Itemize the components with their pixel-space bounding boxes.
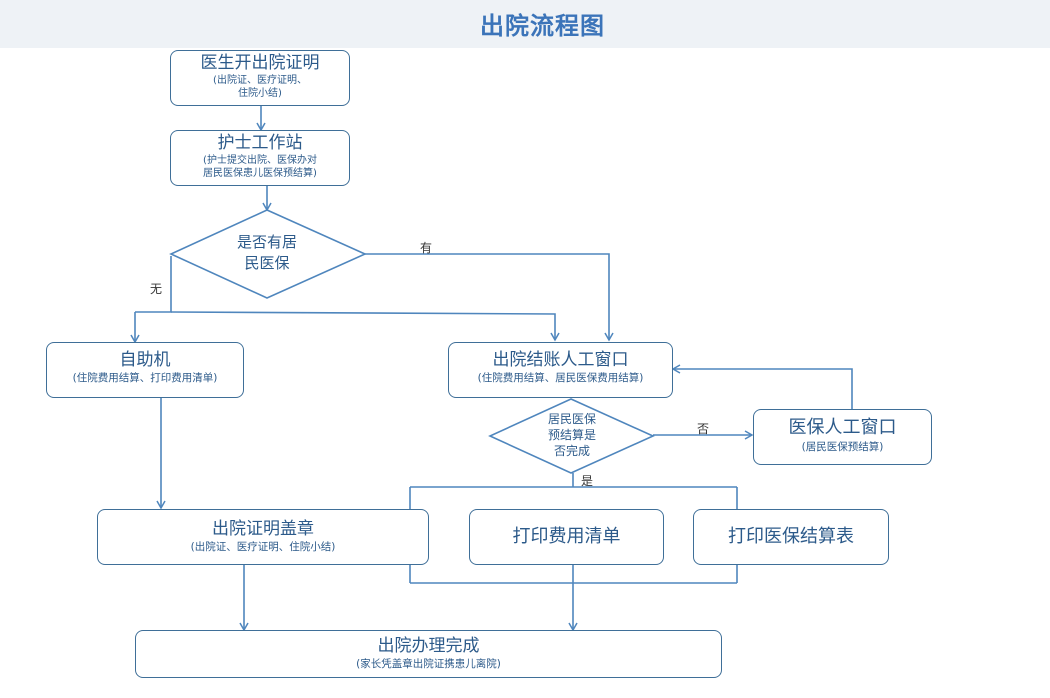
decision2-line3: 否完成 [553, 444, 590, 458]
node-checkout-window: 出院结账人工窗口 (住院费用结算、居民医保费用结算) [448, 342, 673, 398]
node-doctor: 医生开出院证明 (出院证、医疗证明、 住院小结) [170, 50, 350, 106]
decision1-line2: 民医保 [244, 254, 290, 272]
node-checkout-sub: (住院费用结算、居民医保费用结算) [477, 372, 644, 384]
node-nurse: 护士工作站 (护士提交出院、医保办对 居民医保患儿医保预结算) [170, 130, 350, 186]
decision1-text: 是否有居 民医保 [200, 232, 334, 274]
node-nurse-sub1: (护士提交出院、医保办对 [203, 155, 317, 166]
node-nurse-title: 护士工作站 [217, 133, 303, 153]
decision2-line2: 预结算是 [547, 428, 596, 442]
node-doctor-sub1: (出院证、医疗证明、 [213, 75, 307, 86]
node-self-service: 自助机 (住院费用结算、打印费用清单) [46, 342, 244, 398]
node-self-service-title: 自助机 [119, 350, 171, 370]
edge-label-no-presettle: 否 [697, 422, 710, 436]
node-print-bill-title: 打印费用清单 [512, 526, 621, 547]
node-nurse-sub2: 居民医保患儿医保预结算) [203, 168, 317, 179]
node-stamp: 出院证明盖章 (出院证、医疗证明、住院小结) [97, 509, 429, 565]
edge-label-yes-presettle: 是 [581, 474, 594, 488]
node-doctor-title: 医生开出院证明 [200, 53, 320, 73]
decision2-text: 居民医保 预结算是 否完成 [526, 411, 618, 459]
node-done-title: 出院办理完成 [377, 636, 480, 656]
node-doctor-sub2: 住院小结) [238, 88, 282, 99]
edge-label-no-insurance: 无 [150, 282, 163, 296]
node-done-sub: (家长凭盖章出院证携患儿离院) [356, 658, 501, 670]
page-title: 出院流程图 [480, 12, 605, 40]
decision2-line1: 居民医保 [547, 412, 596, 426]
header-bar [0, 0, 1050, 48]
decision1-line1: 是否有居 [236, 233, 297, 251]
node-insurance-title: 医保人工窗口 [788, 417, 897, 438]
node-insurance-window: 医保人工窗口 (居民医保预结算) [753, 409, 932, 465]
node-stamp-title: 出院证明盖章 [212, 519, 314, 539]
node-print-bill: 打印费用清单 [469, 509, 664, 565]
node-print-insurance-title: 打印医保结算表 [728, 526, 854, 547]
node-print-insurance: 打印医保结算表 [693, 509, 889, 565]
decision-diamond-insurance [169, 209, 367, 299]
node-self-service-sub: (住院费用结算、打印费用清单) [72, 372, 218, 384]
node-checkout-title: 出院结账人工窗口 [492, 350, 629, 370]
decision-diamond-presettle [488, 398, 655, 474]
node-done: 出院办理完成 (家长凭盖章出院证携患儿离院) [135, 630, 722, 678]
node-insurance-sub: (居民医保预结算) [801, 441, 884, 453]
edge-label-yes-insurance: 有 [420, 241, 433, 255]
node-stamp-sub: (出院证、医疗证明、住院小结) [190, 541, 336, 553]
